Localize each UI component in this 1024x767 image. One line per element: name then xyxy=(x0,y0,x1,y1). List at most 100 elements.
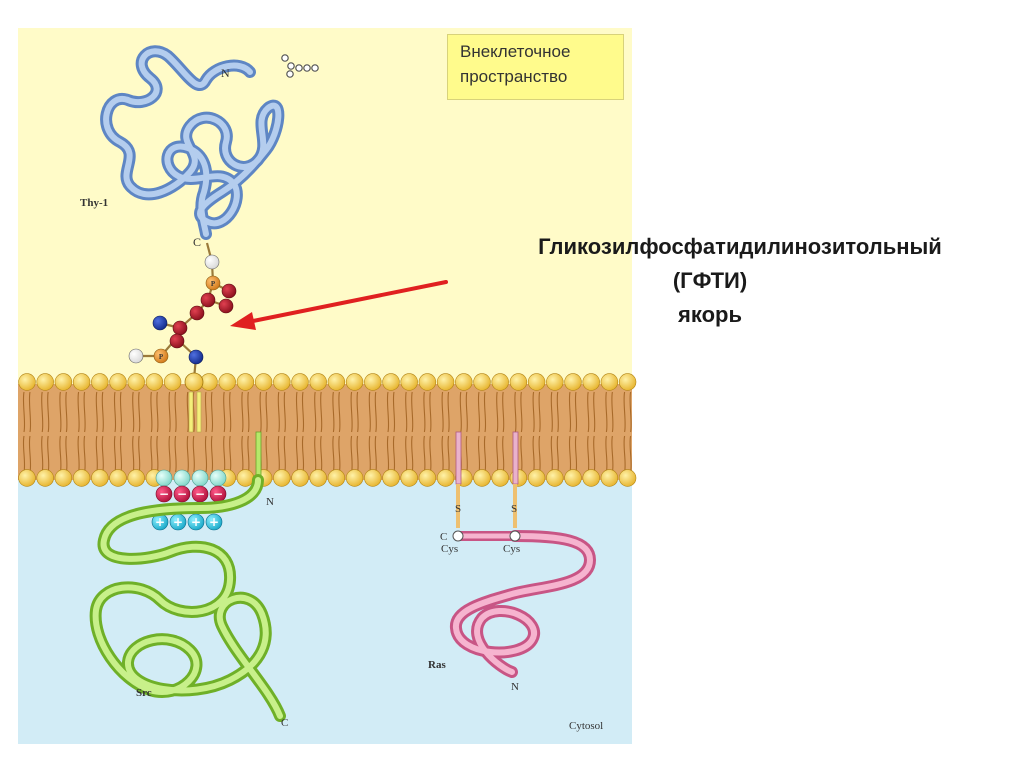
positive-charge-bead xyxy=(205,513,223,531)
thy1-protein-highlight xyxy=(103,48,282,237)
lipid-head-outer xyxy=(127,373,145,391)
lipid-tail xyxy=(138,391,141,433)
lipid-head-outer xyxy=(145,373,164,391)
lipid-tail xyxy=(283,435,286,473)
lipid-tail xyxy=(496,435,499,473)
lipid-tail xyxy=(611,391,614,433)
lipid-tail xyxy=(350,435,353,473)
lipid-tail xyxy=(496,391,499,433)
lipid-tail xyxy=(350,391,353,433)
lipid-tail xyxy=(295,435,299,473)
lipid-tail xyxy=(28,435,32,473)
lipid-tail xyxy=(174,391,177,433)
lipid-head-inner xyxy=(582,469,600,487)
lipid-head-outer xyxy=(582,373,600,391)
lipid-tail xyxy=(532,435,535,473)
lipid-tail xyxy=(28,391,32,433)
negative-charge-symbol: − xyxy=(177,487,187,501)
ras-c-terminus-label: C xyxy=(440,531,447,543)
lipid-tail xyxy=(229,435,232,473)
annotation-arrow-head xyxy=(230,312,256,330)
lipid-tail xyxy=(405,391,408,433)
lipid-heads xyxy=(18,373,637,487)
src-name-label: Src xyxy=(136,687,152,699)
ras-name-label: Ras xyxy=(428,659,446,671)
lipid-tail xyxy=(520,435,523,473)
lipid-tail xyxy=(441,435,444,473)
lipid-tail xyxy=(210,435,214,473)
lipid-head-inner xyxy=(273,469,291,487)
lipid-head-outer xyxy=(309,373,327,391)
thy1-glycan xyxy=(281,54,319,78)
lipid-tail xyxy=(447,435,450,473)
lipid-head-inner xyxy=(400,469,418,487)
lipid-head-outer xyxy=(600,373,619,391)
lipid-tail xyxy=(150,391,153,433)
lipid-tail xyxy=(65,435,68,473)
lipid-tail xyxy=(587,391,590,433)
lipid-head-inner xyxy=(127,469,145,487)
lipid-head-inner xyxy=(527,469,546,487)
positive-charge-symbol: + xyxy=(173,515,183,529)
lipid-tail xyxy=(247,391,250,433)
annotation-line-2: (ГФТИ) xyxy=(672,268,748,294)
negative-charge-symbol: − xyxy=(159,487,169,501)
lipid-tail xyxy=(47,391,50,433)
lipid-head-outer xyxy=(436,373,455,391)
lipid-tail xyxy=(550,435,553,473)
lipid-tail xyxy=(186,435,189,473)
annotation-arrow-shaft xyxy=(246,280,448,324)
src-myristoyl-anchor xyxy=(255,431,262,479)
lipid-tail xyxy=(150,435,153,473)
lipid-tail xyxy=(459,391,462,433)
lipid-head-outer xyxy=(109,373,127,391)
lipid-head-outer xyxy=(473,373,491,391)
lipid-tail xyxy=(629,391,632,433)
lipid-tail xyxy=(77,391,80,433)
gpi-anchor-annotation: Гликозилфосфатидилинозитольный (ГФТИ) як… xyxy=(470,230,1010,332)
lipid-head-inner xyxy=(618,469,637,487)
lipid-head-inner xyxy=(491,469,509,487)
lipid-tails xyxy=(22,391,632,473)
ras-lipid-anchor-right xyxy=(512,431,519,485)
lipid-tail xyxy=(192,435,195,473)
ras-lipid-anchor-left xyxy=(455,431,462,485)
lipid-tail xyxy=(119,391,123,433)
extracellular-label-line-1: Внеклеточное xyxy=(460,42,571,61)
lipid-tail xyxy=(374,435,377,473)
lipid-tail xyxy=(556,435,559,473)
lipid-tail xyxy=(593,391,596,433)
negative-charge-bead xyxy=(155,485,173,503)
lipid-tail xyxy=(411,391,414,433)
lipid-tail xyxy=(447,391,450,433)
negative-charge-symbol: − xyxy=(195,487,205,501)
lipid-tail xyxy=(210,391,214,433)
lipid-tail xyxy=(338,435,341,473)
lipid-tail xyxy=(568,435,572,473)
thy1-c-terminus-label: C xyxy=(193,235,201,249)
lipid-tail xyxy=(483,435,487,473)
gpi-lipid-tail-left xyxy=(188,391,194,433)
lipid-tail xyxy=(477,391,481,433)
lipid-tail xyxy=(132,435,135,473)
lipid-head-outer xyxy=(291,373,309,391)
gpi-mannose-bead-3 xyxy=(218,298,234,314)
lipid-tail xyxy=(568,391,572,433)
positive-charge-symbol: + xyxy=(155,515,165,529)
lipid-head-inner xyxy=(109,469,127,487)
lipid-tail xyxy=(477,435,481,473)
lipid-head-outer xyxy=(218,373,236,391)
lipid-head-outer xyxy=(36,373,54,391)
lipid-tail xyxy=(611,435,614,473)
lipid-tail xyxy=(465,435,468,473)
lipid-head-inner xyxy=(600,469,619,487)
gpi-glcn-bead-1 xyxy=(152,315,168,331)
extracellular-label-line-2: пространство xyxy=(460,66,568,86)
lipid-tail xyxy=(277,391,280,433)
lipid-tail xyxy=(538,435,541,473)
lipid-tail xyxy=(483,391,487,433)
lipid-head-inner xyxy=(473,469,491,487)
lipid-tail xyxy=(368,391,371,433)
lipid-tail xyxy=(441,391,444,433)
lipid-head-inner xyxy=(236,469,255,487)
